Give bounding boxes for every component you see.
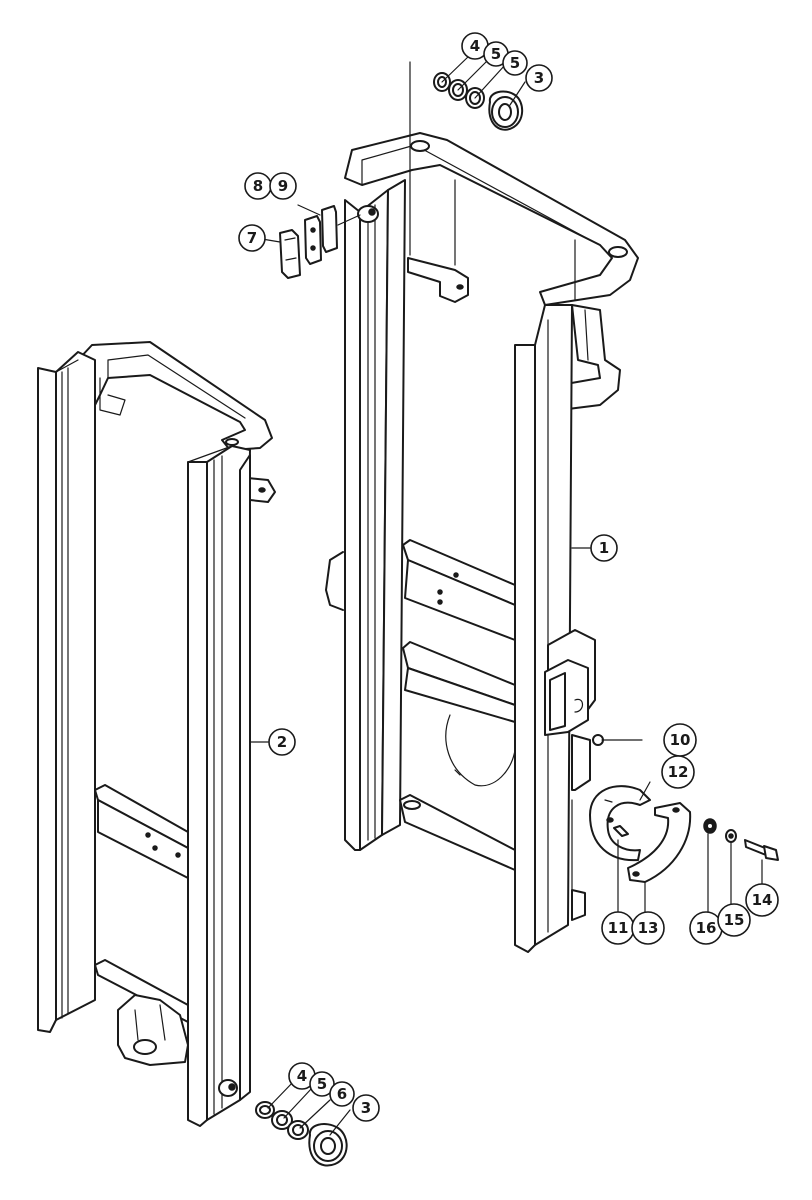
callout-5-top-a: 5 [483, 41, 509, 67]
inner-mast-assembly [325, 132, 639, 953]
callout-8: 8 [244, 172, 272, 200]
svg-text:7: 7 [247, 229, 257, 247]
tilt-bracket-parts [589, 734, 779, 913]
svg-text:4: 4 [470, 37, 480, 55]
svg-text:3: 3 [361, 1099, 371, 1117]
svg-text:3: 3 [534, 69, 544, 87]
clamp-half-13 [627, 802, 692, 883]
svg-text:8: 8 [253, 177, 263, 195]
callout-3-bottom: 3 [352, 1094, 380, 1122]
bottom-roller-set [255, 1101, 348, 1167]
svg-text:12: 12 [668, 763, 689, 781]
callout-5-top-b: 5 [502, 50, 528, 76]
svg-text:4: 4 [297, 1067, 307, 1085]
svg-text:11: 11 [608, 919, 629, 937]
callout-14: 14 [745, 883, 779, 917]
inner-mast-left-rail [344, 199, 361, 851]
outer-mast-right-rail [187, 461, 208, 1127]
svg-text:15: 15 [724, 911, 745, 929]
svg-text:5: 5 [491, 45, 501, 63]
callout-12: 12 [661, 755, 695, 789]
callout-11: 11 [601, 911, 635, 945]
shim-plate-9 [321, 205, 338, 253]
callout-15: 15 [717, 903, 751, 937]
pin-11 [613, 825, 629, 837]
outer-mast-top-frame [77, 341, 273, 451]
shim-plates [279, 204, 361, 279]
inner-mast-top-bracket [407, 257, 469, 303]
outer-mast-center-panel [94, 784, 189, 849]
callout-2: 2 [268, 728, 296, 756]
svg-text:13: 13 [638, 919, 659, 937]
callout-13: 13 [631, 911, 665, 945]
outer-mast-left-rail [37, 367, 57, 1033]
clamp-half-12 [589, 785, 651, 862]
svg-text:14: 14 [752, 891, 773, 909]
svg-text:10: 10 [670, 731, 691, 749]
callout-9: 9 [269, 172, 297, 200]
shim-plate-8 [304, 215, 322, 265]
bolt-14 [744, 839, 767, 856]
callout-1: 1 [590, 534, 618, 562]
callout-6-bottom: 6 [329, 1081, 355, 1107]
callout-4-top: 4 [461, 32, 489, 60]
svg-text:5: 5 [510, 54, 520, 72]
callout-16: 16 [689, 911, 723, 945]
inner-mast-crossmember [402, 539, 516, 606]
callout-7: 7 [238, 224, 266, 252]
svg-text:9: 9 [278, 177, 288, 195]
svg-text:2: 2 [277, 733, 287, 751]
callout-5-bottom: 5 [309, 1071, 335, 1097]
callout-3-top: 3 [525, 64, 553, 92]
svg-text:1: 1 [599, 539, 609, 557]
svg-text:5: 5 [317, 1075, 327, 1093]
inner-mast-right-rail [514, 344, 536, 953]
callout-10: 10 [663, 723, 697, 757]
outer-mast-assembly [37, 341, 276, 1127]
inner-mast-handle [325, 551, 344, 611]
svg-text:6: 6 [337, 1085, 347, 1103]
shim-plate-7 [279, 229, 301, 279]
svg-text:16: 16 [696, 919, 717, 937]
